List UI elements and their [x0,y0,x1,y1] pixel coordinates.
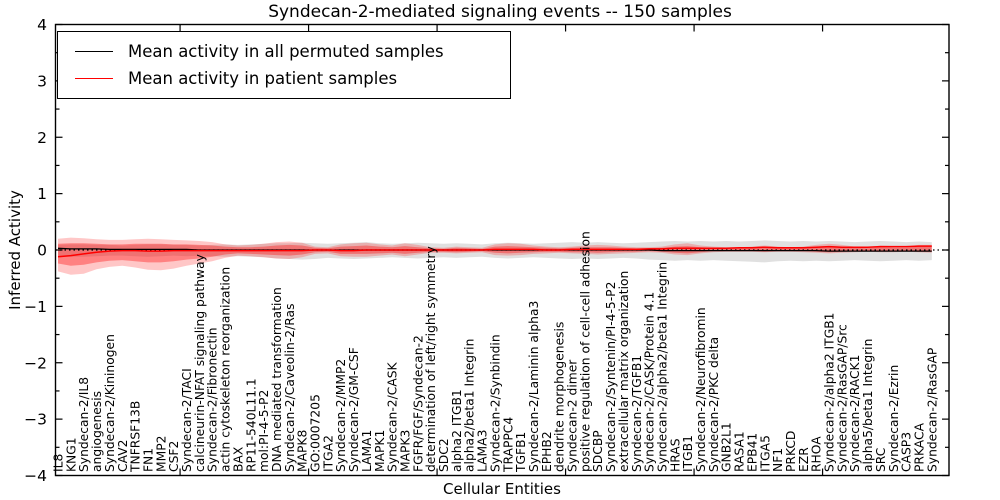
y-tick-label: −2 [24,354,47,372]
x-tick-label: HRAS [668,438,682,472]
x-tick-label: ITGA2 [321,435,335,472]
x-tick-label: EZR [797,447,811,472]
x-tick-label: Syndecan-2/Syntenin/PI-4-5-P2 [604,282,618,472]
x-tick-label: RP11-540L11.1 [244,378,258,472]
y-tick-label: −1 [24,298,47,316]
x-tick-label: extracellular matrix organization [617,271,631,472]
x-tick-label: Syndecan-2/alpha2/beta1 Integrin [655,262,669,472]
x-tick-label: Syndecan-2/MMP2 [334,359,348,472]
x-tick-label: Syndecan-2/alpha2 ITGB1 [823,313,837,473]
x-tick-label: TGFB1 [514,432,528,473]
x-tick-label: Syndecan-2/CASK/Protein 4.1 [643,292,657,472]
x-tick-label: calcineurin-NFAT signaling pathway [193,254,207,472]
x-tick-label: DNA mediated transformation [270,287,284,472]
legend: Mean activity in all permuted samples Me… [57,31,511,99]
permuted-sample-range-band [58,240,932,263]
x-tick-label: Syndecan-2/Neurofibromin [694,307,708,472]
x-tick-label: Syndecan-2/IL8 [77,377,91,472]
x-tick-label: Syndecan-2/GM-CSF [347,347,361,472]
x-tick-label: PRKACA [912,422,926,472]
x-tick-label: SDC2 [437,438,451,472]
x-tick-label: MAPK1 [373,430,387,472]
x-tick-label: Syndecan-2/RasGAP [925,348,939,472]
x-tick-label: BAX [231,446,245,472]
x-tick-label: RASA1 [733,431,747,472]
y-tick-label: 1 [37,185,47,203]
y-tick-label: −4 [24,467,47,485]
x-tick-label: alpha2/beta1 Integrin [463,339,477,472]
x-tick-label: CASP3 [900,432,914,472]
x-tick-label: ITGB1 [681,435,695,472]
x-tick-label: SRC [874,448,888,472]
legend-item-permuted: Mean activity in all permuted samples [58,38,510,65]
x-tick-label: CSF2 [167,441,181,472]
x-tick-label: Syndecan-2 dimer [566,359,580,472]
x-tick-label: FGFR/FGF/Syndecan-2 [411,335,425,472]
y-tick-label: 2 [37,129,47,147]
x-tick-label: LAMA3 [476,430,490,472]
x-tick-label: Syndecan-2/Kininogen [103,334,117,472]
x-tick-label: TRAPPC4 [501,417,515,473]
x-tick-label: alpha5/beta1 Integrin [861,339,875,472]
x-tick-label: positive regulation of cell-cell adhesio… [578,231,592,472]
x-tick-label: dendrite morphogenesis [553,322,567,472]
x-tick-label: Syndecan-2/CASK [386,361,400,472]
y-tick-label: 4 [37,16,47,34]
x-tick-label: PRKCD [784,431,798,472]
x-tick-label: Syndecan-2/Synbindin [488,334,502,472]
x-tick-label: TNFRSF13B [129,401,143,473]
x-tick-label: angiogenesis [90,391,104,472]
x-tick-label: CAV2 [116,440,130,472]
permuted-line-sample-icon [75,51,113,52]
x-tick-label: Syndecan-2/TGFB1 [630,355,644,472]
y-tick-label: 0 [37,242,47,260]
x-tick-label: Syndecan-2/RasGAP/Src [835,324,849,472]
y-axis-title: Inferred Activity [6,190,24,310]
x-tick-label: KNG1 [64,437,78,472]
y-tick-label: −3 [24,411,47,429]
x-tick-label: actin cytoskeleton reorganization [219,267,233,472]
x-tick-label: Syndecan-2/TACI [180,368,194,472]
x-tick-label: SDCBP [591,430,605,472]
x-tick-label: GO:0007205 [309,394,323,472]
y-tick-label: 3 [37,72,47,90]
x-tick-label: FN1 [141,448,155,472]
x-tick-label: Syndecan-2/Laminin alpha3 [527,301,541,472]
x-tick-label: MAPK3 [398,430,412,472]
x-tick-label: MMP2 [154,436,168,472]
x-tick-label: NF1 [771,448,785,472]
legend-item-patient: Mean activity in patient samples [58,65,510,92]
patient-mean-line [57,245,932,258]
x-tick-label: Syndecan-2/PKC delta [707,337,721,472]
x-tick-label: IL8 [52,454,66,472]
x-tick-label: LAMA1 [360,430,374,472]
patient-sample-range-outer-band [58,237,932,275]
x-tick-label: Syndecan-2/Caveolin-2/Ras [283,304,297,472]
patient-line-sample-icon [75,78,113,79]
x-tick-label: Syndecan-2/Fibronectin [206,327,220,472]
legend-label-patient: Mean activity in patient samples [128,69,398,88]
x-tick-label: MAPK8 [296,430,310,472]
x-tick-label: RHOA [810,436,824,472]
x-tick-label: determination of left/right symmetry [424,246,438,472]
chart-title: Syndecan-2-mediated signaling events -- … [268,2,732,22]
x-tick-label: alpha2 ITGB1 [450,389,464,472]
legend-label-permuted: Mean activity in all permuted samples [128,42,444,61]
x-tick-label: ITGA5 [758,435,772,472]
x-tick-label: mol:PI-4-5-P2 [257,390,271,472]
x-tick-label: EPHB2 [540,431,554,472]
x-tick-label: Syndecan-2/RACK1 [848,355,862,472]
x-tick-label: EPB41 [745,433,759,472]
x-tick-label: Syndecan-2/Ezrin [887,365,901,472]
x-axis-title: Cellular Entities [443,480,561,498]
x-tick-label: GNB2L1 [720,422,734,472]
